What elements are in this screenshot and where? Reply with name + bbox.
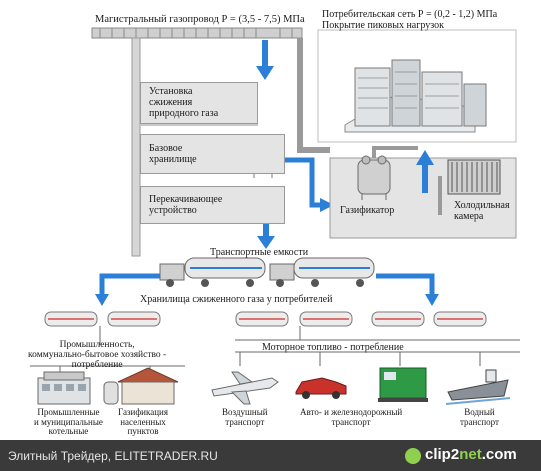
- arrow-to-industry-storage: [95, 273, 160, 306]
- main-pipeline-pipe: [91, 27, 303, 39]
- boiler-house-illustration: [37, 371, 91, 405]
- gasifier-outlet-pipe: [372, 146, 418, 158]
- cold-chamber-coil-icon: [447, 159, 501, 195]
- diagram-artwork: [30, 27, 520, 405]
- clip2net-logo-icon: [405, 448, 421, 464]
- car-illustration: [295, 377, 347, 399]
- base-storage-label: Базовое хранилище: [149, 143, 197, 165]
- arrow-pipeline-to-liquefaction: [256, 40, 274, 80]
- liquefaction-unit-box: Установка сжижения природного газа: [140, 82, 258, 124]
- auto-rail-transport-label: Авто- и железнодорожный транспорт: [300, 407, 403, 427]
- consumer-return-pipe: [297, 38, 330, 153]
- pumping-device-label: Перекачивающее устройство: [149, 194, 223, 216]
- pumping-device-box: Перекачивающее устройство: [140, 186, 285, 224]
- motor-fuel-header-label: Моторное топливо - потребление: [262, 342, 404, 353]
- pipe-to-base-storage: [140, 122, 258, 126]
- logo-suffix: net: [459, 446, 482, 463]
- arrow-storage-to-gasifier: [285, 157, 334, 212]
- consumer-storage-tanks: [44, 311, 487, 327]
- consumer-connector-lines: [30, 326, 520, 375]
- footer-caption: Элитный Трейдер, ELITETRADER.RU: [8, 449, 218, 463]
- main-pipeline-label: Магистральный газопровод Р = (3,5 - 7,5)…: [95, 14, 305, 25]
- liquefaction-unit-label: Установка сжижения природного газа: [149, 86, 219, 119]
- supply-riser: [131, 37, 141, 257]
- logo-prefix: clip2: [425, 446, 460, 463]
- settlement-house-illustration: [103, 367, 179, 405]
- airplane-illustration: [211, 371, 279, 405]
- tanker-truck-1: [159, 257, 266, 287]
- locomotive-illustration: [378, 367, 428, 402]
- transport-tanks-label: Транспортные емкости: [210, 247, 309, 258]
- footer-bar: Элитный Трейдер, ELITETRADER.RU clip2net…: [0, 440, 541, 471]
- gasifier-label: Газификатор: [340, 205, 395, 216]
- pipeline-hatching: [99, 28, 293, 38]
- base-storage-box: Базовое хранилище: [140, 134, 285, 174]
- lng-diagram: Магистральный газопровод Р = (3,5 - 7,5)…: [28, 9, 520, 436]
- ship-illustration: [445, 369, 511, 405]
- gasifier-unit-icon: [357, 155, 391, 200]
- arrow-pump-to-transport: [257, 224, 275, 249]
- arrow-to-motor-storage: [376, 273, 439, 306]
- water-transport-label: Водный транспорт: [460, 407, 499, 427]
- peak-loads-label: Покрытие пиковых нагрузок: [322, 20, 444, 31]
- gasification-settlements-label: Газификация населенных пунктов: [118, 407, 168, 436]
- logo-tld: .com: [481, 446, 517, 463]
- industry-header-label: Промышленность, коммунально-бытовое хозя…: [28, 340, 167, 370]
- consumer-storage-label: Хранилища сжиженного газа у потребителей: [140, 294, 333, 305]
- clip2net-logo[interactable]: clip2net.com: [425, 446, 517, 463]
- tanker-truck-2: [269, 257, 375, 287]
- air-transport-label: Воздушный транспорт: [222, 407, 268, 427]
- city-buildings-illustration: [344, 59, 487, 133]
- consumer-network-label: Потребительская сеть Р = (0,2 - 1,2) МПа: [322, 9, 498, 20]
- arrow-gasifier-to-network: [416, 150, 434, 193]
- cold-chamber-label: Холодильная камера: [454, 200, 510, 222]
- industrial-boilers-label: Промышленные и муниципальные котельные: [34, 407, 103, 436]
